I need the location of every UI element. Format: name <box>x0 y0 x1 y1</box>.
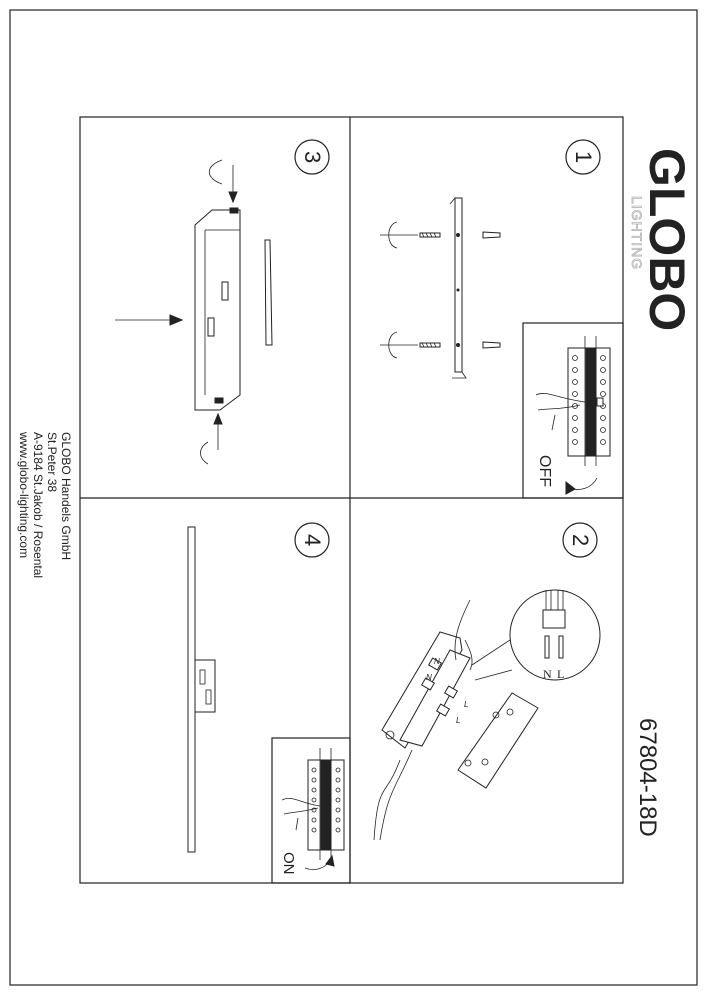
terminal-label-n: N <box>543 667 552 681</box>
hand-icon <box>281 798 321 831</box>
rotate-arrow-icon <box>388 331 398 359</box>
screw-icon <box>419 232 441 238</box>
wire-label-n: N <box>434 657 440 666</box>
wire-label-l: L <box>456 716 460 725</box>
step-3-driver-illustration <box>115 159 273 465</box>
rotate-arrow-icon <box>388 221 398 249</box>
globo-logo: GLOBO LIGHTING <box>629 148 695 331</box>
svg-text:4: 4 <box>300 534 325 546</box>
screw-icon <box>214 397 224 404</box>
wall-plug-icon <box>482 231 501 239</box>
wire-label-l: L <box>464 700 468 709</box>
company-website: www.globo-lighting.com <box>17 431 31 558</box>
company-address: GLOBO Handels GmbH St.Peter 38 A-9184 St… <box>17 431 73 578</box>
step-1-switch-off-inset: OFF <box>522 322 624 499</box>
wire-label-n: N <box>426 673 432 682</box>
switch-off-label: OFF <box>536 455 553 487</box>
page-border <box>9 9 698 986</box>
step-1-number: 1 <box>565 139 601 175</box>
company-street: St.Peter 38 <box>45 432 59 492</box>
terminal-detail-callout <box>509 589 601 681</box>
wall-plug-icon <box>482 341 501 349</box>
screw-icon <box>419 342 441 348</box>
step-4-switch-on-inset: ON <box>271 737 351 884</box>
steps-grid <box>79 116 624 884</box>
terminal-label-l: L <box>557 667 564 681</box>
model-number: 67804-18D <box>634 718 661 837</box>
hand-icon <box>535 393 586 431</box>
step-2-number: 2 <box>562 522 598 558</box>
step-3-number: 3 <box>294 139 330 175</box>
step-1-bracket-illustration <box>380 197 501 379</box>
step-2-wiring-illustration: N N L L N L <box>373 589 601 841</box>
brand-name: GLOBO <box>639 148 695 331</box>
svg-text:2: 2 <box>568 534 593 546</box>
screw-icon <box>229 207 239 214</box>
rotate-arrow-icon <box>200 441 209 465</box>
company-name: GLOBO Handels GmbH <box>59 432 73 560</box>
step-4-number: 4 <box>294 522 330 558</box>
cover-plate <box>457 692 539 789</box>
svg-text:3: 3 <box>300 151 325 163</box>
svg-text:1: 1 <box>571 151 596 163</box>
brand-tagline: LIGHTING <box>629 196 645 270</box>
company-city: A-9184 St.Jakob / Rosental <box>31 432 45 578</box>
step-4-mounted-illustration <box>187 526 216 853</box>
rotate-arrow-icon <box>208 159 223 185</box>
arrow-icon <box>304 859 331 870</box>
switch-on-label: ON <box>280 852 297 875</box>
